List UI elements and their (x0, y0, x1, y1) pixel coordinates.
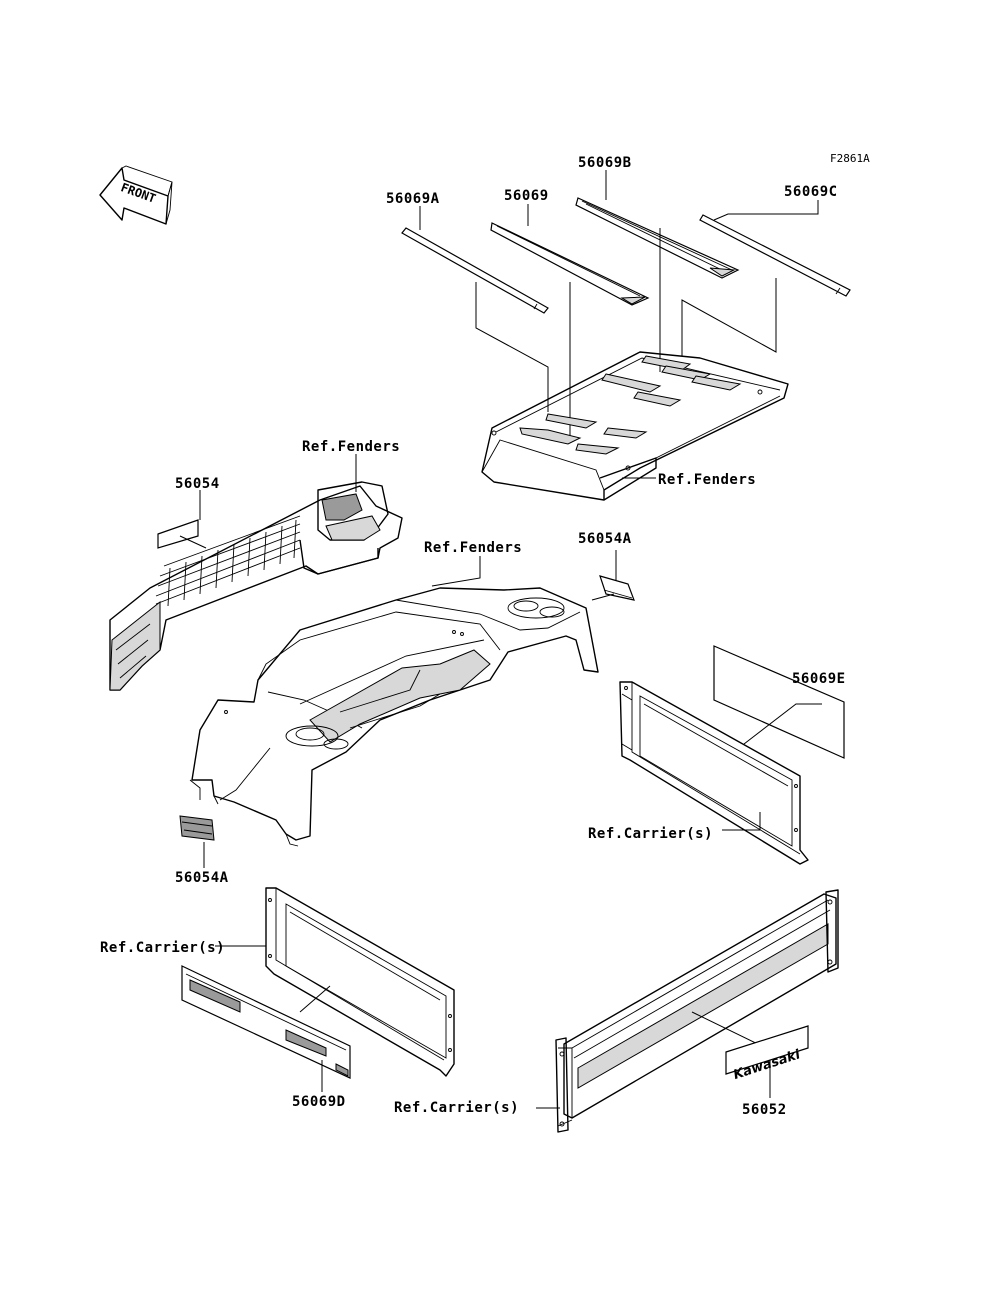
label-56054: 56054 (175, 476, 220, 492)
label-ref-fenders-top: Ref.Fenders (302, 439, 400, 455)
label-56054A-right: 56054A (578, 531, 632, 547)
front-grille (109, 481, 403, 691)
label-56069B: 56069B (578, 155, 632, 171)
decal-56069A (401, 227, 549, 314)
label-56052: 56052 (742, 1102, 787, 1118)
rear-fenders (189, 587, 599, 847)
front-arrow-icon: FRONT (99, 165, 173, 225)
decal-56069 (490, 222, 650, 306)
figure-id: F2861A (830, 152, 870, 165)
decal-56069B (575, 197, 740, 279)
roof (481, 351, 789, 501)
carrier-side-panel-right (619, 681, 809, 865)
decal-56054A-right (599, 575, 635, 601)
label-ref-fenders-mid: Ref.Fenders (424, 540, 522, 556)
label-56069A: 56069A (386, 191, 440, 207)
front-label: FRONT (119, 180, 158, 206)
decal-56069D (181, 965, 351, 1079)
decal-56069E (713, 645, 845, 759)
label-56054A-bottom: 56054A (175, 870, 229, 886)
decal-56069C (699, 214, 851, 297)
label-ref-carriers-bottom: Ref.Carrier(s) (394, 1100, 519, 1116)
tailgate (555, 889, 839, 1133)
carrier-side-panel-left (265, 887, 455, 1077)
label-56069E: 56069E (792, 671, 846, 687)
label-56069: 56069 (504, 188, 549, 204)
decal-56054 (157, 519, 199, 549)
label-56069D: 56069D (292, 1094, 346, 1110)
label-ref-carriers-left: Ref.Carrier(s) (100, 940, 225, 956)
label-ref-carriers-right: Ref.Carrier(s) (588, 826, 713, 842)
decal-56054A-bottom (179, 815, 215, 841)
label-56069C: 56069C (784, 184, 838, 200)
label-ref-fenders-roof: Ref.Fenders (658, 472, 756, 488)
